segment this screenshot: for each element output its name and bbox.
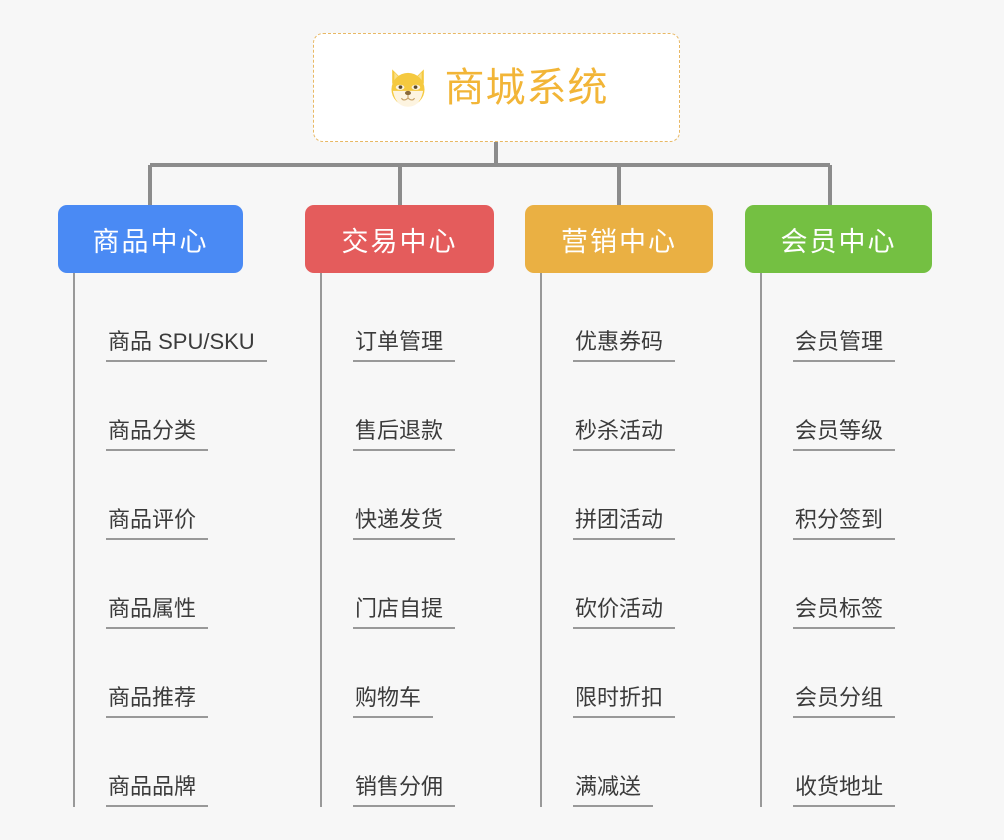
list-item[interactable]: 会员等级 <box>745 362 975 451</box>
branch-column-1: 商品中心 商品 SPU/SKU 商品分类 商品评价 商品属性 商品推荐 商品品牌 <box>58 205 298 807</box>
leaf-label: 优惠券码 <box>573 329 676 362</box>
branch-items-3: 优惠券码 秒杀活动 拼团活动 砍价活动 限时折扣 满减送 <box>525 273 755 807</box>
list-item[interactable]: 商品评价 <box>58 451 298 540</box>
branch-column-3: 营销中心 优惠券码 秒杀活动 拼团活动 砍价活动 限时折扣 满减送 <box>525 205 755 807</box>
leaf-label: 售后退款 <box>353 418 456 451</box>
list-item[interactable]: 销售分佣 <box>305 718 541 807</box>
leaf-label: 秒杀活动 <box>573 418 676 451</box>
list-item[interactable]: 门店自提 <box>305 540 541 629</box>
list-item[interactable]: 购物车 <box>305 629 541 718</box>
list-item[interactable]: 限时折扣 <box>525 629 755 718</box>
leaf-label: 会员标签 <box>793 596 896 629</box>
leaf-label: 商品推荐 <box>106 685 209 718</box>
branch-items-4: 会员管理 会员等级 积分签到 会员标签 会员分组 收货地址 <box>745 273 975 807</box>
list-item[interactable]: 优惠券码 <box>525 273 755 362</box>
leaf-label: 门店自提 <box>353 596 456 629</box>
root-node[interactable]: 商城系统 <box>313 33 680 142</box>
leaf-label: 限时折扣 <box>573 685 676 718</box>
leaf-label: 购物车 <box>353 685 434 718</box>
list-item[interactable]: 售后退款 <box>305 362 541 451</box>
branch-items-1: 商品 SPU/SKU 商品分类 商品评价 商品属性 商品推荐 商品品牌 <box>58 273 298 807</box>
leaf-label: 会员分组 <box>793 685 896 718</box>
leaf-label: 商品 SPU/SKU <box>106 329 267 362</box>
list-item[interactable]: 商品品牌 <box>58 718 298 807</box>
leaf-label: 商品品牌 <box>106 774 209 807</box>
branch-header-2[interactable]: 交易中心 <box>305 205 494 273</box>
leaf-label: 商品分类 <box>106 418 209 451</box>
root-title: 商城系统 <box>444 65 609 110</box>
branch-column-4: 会员中心 会员管理 会员等级 积分签到 会员标签 会员分组 收货地址 <box>745 205 975 807</box>
branch-spine-4 <box>760 273 762 807</box>
leaf-label: 满减送 <box>573 774 654 807</box>
leaf-label: 快递发货 <box>353 507 456 540</box>
list-item[interactable]: 拼团活动 <box>525 451 755 540</box>
leaf-label: 商品属性 <box>106 596 209 629</box>
list-item[interactable]: 砍价活动 <box>525 540 755 629</box>
list-item[interactable]: 收货地址 <box>745 718 975 807</box>
branch-spine-3 <box>540 273 542 807</box>
leaf-label: 砍价活动 <box>573 596 676 629</box>
list-item[interactable]: 快递发货 <box>305 451 541 540</box>
branch-header-1[interactable]: 商品中心 <box>58 205 243 273</box>
leaf-label: 拼团活动 <box>573 507 676 540</box>
list-item[interactable]: 商品推荐 <box>58 629 298 718</box>
list-item[interactable]: 会员标签 <box>745 540 975 629</box>
list-item[interactable]: 商品 SPU/SKU <box>58 273 298 362</box>
leaf-label: 积分签到 <box>793 507 896 540</box>
branch-header-3[interactable]: 营销中心 <box>525 205 713 273</box>
list-item[interactable]: 订单管理 <box>305 273 541 362</box>
list-item[interactable]: 满减送 <box>525 718 755 807</box>
branch-items-2: 订单管理 售后退款 快递发货 门店自提 购物车 销售分佣 <box>305 273 541 807</box>
shiba-dog-face-icon <box>390 68 425 107</box>
leaf-label: 销售分佣 <box>353 774 456 807</box>
leaf-label: 会员管理 <box>793 329 896 362</box>
leaf-label: 商品评价 <box>106 507 209 540</box>
branch-spine-2 <box>320 273 322 807</box>
list-item[interactable]: 会员分组 <box>745 629 975 718</box>
list-item[interactable]: 秒杀活动 <box>525 362 755 451</box>
branch-column-2: 交易中心 订单管理 售后退款 快递发货 门店自提 购物车 销售分佣 <box>305 205 541 807</box>
branch-header-4[interactable]: 会员中心 <box>745 205 932 273</box>
leaf-label: 收货地址 <box>793 774 896 807</box>
branch-spine-1 <box>73 273 75 807</box>
list-item[interactable]: 商品属性 <box>58 540 298 629</box>
list-item[interactable]: 会员管理 <box>745 273 975 362</box>
list-item[interactable]: 商品分类 <box>58 362 298 451</box>
leaf-label: 订单管理 <box>353 329 456 362</box>
connector-group <box>148 142 832 205</box>
list-item[interactable]: 积分签到 <box>745 451 975 540</box>
leaf-label: 会员等级 <box>793 418 896 451</box>
